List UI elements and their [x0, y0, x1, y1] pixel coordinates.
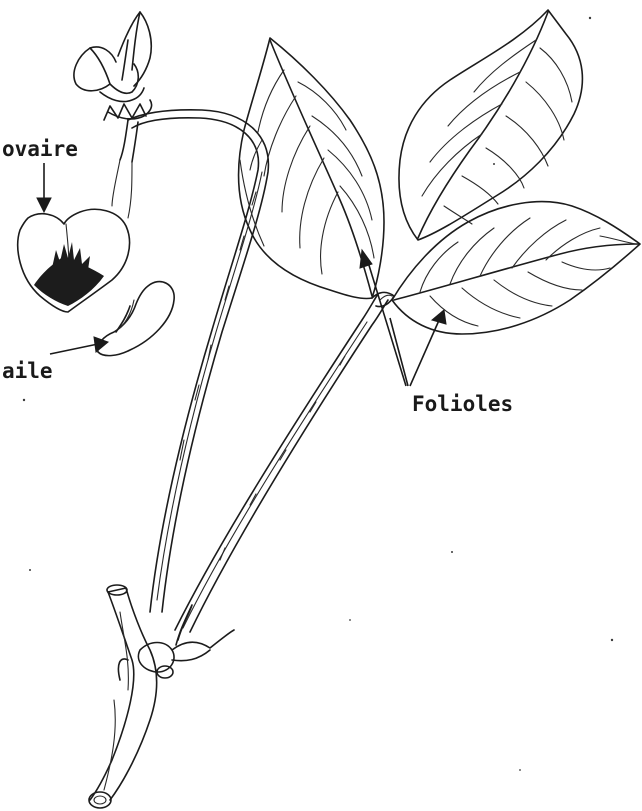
main-stem — [89, 585, 234, 808]
label-wing: aile — [2, 359, 53, 383]
arrows-leaflets — [360, 250, 446, 386]
arrow-ovary — [37, 163, 51, 212]
flower-stalk — [128, 110, 268, 612]
scan-specks — [23, 17, 613, 771]
arrow-wing — [50, 337, 108, 354]
label-ovary: ovaire — [2, 137, 78, 161]
label-leaflets: Folioles — [412, 392, 513, 416]
ovary — [18, 209, 130, 312]
leaflet-top-right — [399, 10, 582, 240]
leaflet-bottom-right — [392, 202, 640, 334]
wing-petal — [98, 282, 174, 356]
